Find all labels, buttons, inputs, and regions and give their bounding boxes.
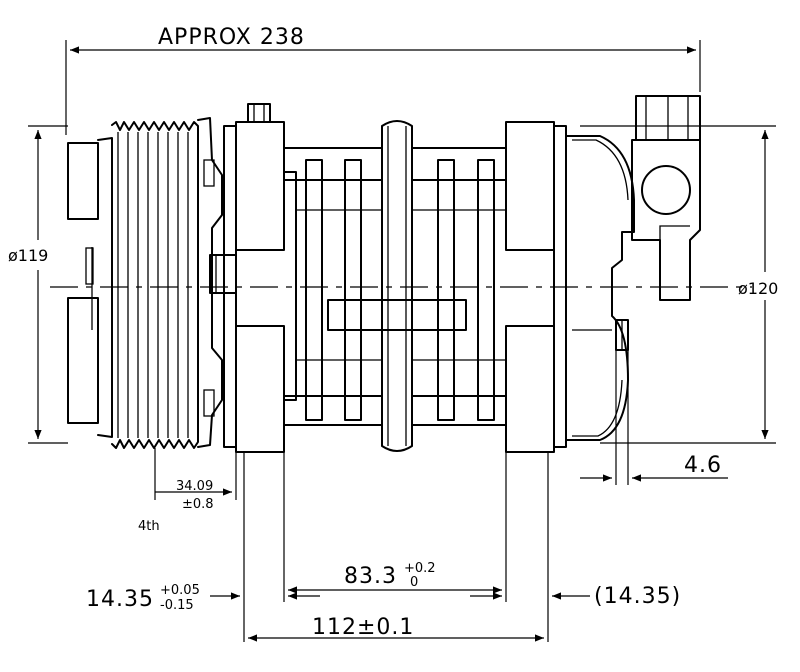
pulley-offset-tol: ±0.8 [182, 497, 214, 512]
rear-diameter-dimension: ø120 [580, 125, 778, 444]
mount-spacing-label: 83.3 [344, 564, 397, 589]
front-mount-tol-upper: +0.05 [160, 583, 200, 598]
flange-offset-dimension: 4.6 [580, 350, 728, 485]
refrigerant-fitting [631, 95, 701, 301]
front-mount-tol-lower: -0.15 [160, 598, 194, 613]
pulley [67, 117, 223, 449]
mount-dimensions: 83.3 +0.2 0 14.35 +0.05 -0.15 (14.35) 11… [86, 452, 681, 642]
groove-reference-label: 4th [138, 519, 160, 534]
front-diameter-dimension: ø119 [8, 125, 68, 444]
front-diameter-label: ø119 [8, 246, 48, 265]
mount-spacing-tol-upper: +0.2 [404, 561, 436, 576]
pulley-offset-label: 34.09 [176, 479, 213, 494]
mount-total-label: 112±0.1 [312, 615, 414, 640]
rear-mount-offset-label: (14.35) [594, 584, 681, 609]
front-mount-offset-label: 14.35 [86, 587, 154, 612]
compressor-body [209, 103, 635, 453]
overall-length-dimension: APPROX 238 [65, 25, 701, 135]
overall-length-label: APPROX 238 [158, 25, 305, 50]
mount-spacing-tol-lower: 0 [410, 575, 418, 590]
pulley-offset-dimension: 34.09 ±0.8 4th [138, 448, 237, 534]
rear-diameter-label: ø120 [738, 279, 778, 298]
flange-offset-label: 4.6 [684, 453, 722, 478]
